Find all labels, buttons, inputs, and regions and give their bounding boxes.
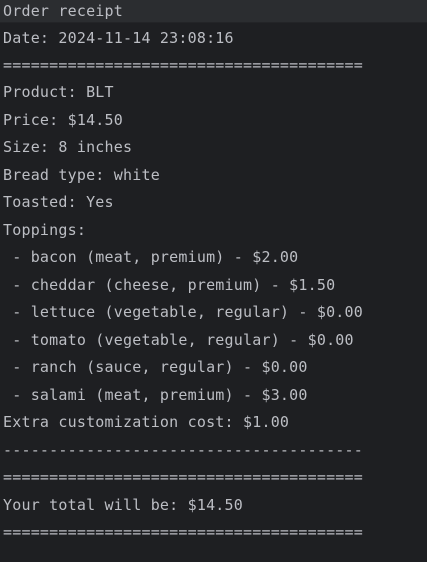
product-line: Product: BLT — [3, 83, 114, 101]
header-line-highlight — [0, 0, 427, 23]
topping-item: - salami (meat, premium) - $3.00 — [3, 386, 308, 404]
separator-top: ======================================= — [3, 56, 363, 74]
topping-item: - ranch (sauce, regular) - $0.00 — [3, 358, 308, 376]
separator-bottom: ======================================= — [3, 523, 363, 541]
price-line: Price: $14.50 — [3, 111, 123, 129]
bread-line: Bread type: white — [3, 166, 160, 184]
topping-item: - lettuce (vegetable, regular) - $0.00 — [3, 303, 363, 321]
toasted-line: Toasted: Yes — [3, 193, 114, 211]
receipt-title: Order receipt — [3, 2, 123, 20]
toppings-header: Toppings: — [3, 221, 87, 239]
topping-item: - tomato (vegetable, regular) - $0.00 — [3, 331, 354, 349]
separator-dash: --------------------------------------- — [3, 441, 363, 459]
separator-middle: ======================================= — [3, 468, 363, 486]
total-line: Your total will be: $14.50 — [3, 496, 243, 514]
size-line: Size: 8 inches — [3, 138, 133, 156]
extra-cost-line: Extra customization cost: $1.00 — [3, 413, 290, 431]
topping-item: - cheddar (cheese, premium) - $1.50 — [3, 276, 336, 294]
receipt-date: Date: 2024-11-14 23:08:16 — [3, 29, 234, 47]
topping-item: - bacon (meat, premium) - $2.00 — [3, 248, 299, 266]
